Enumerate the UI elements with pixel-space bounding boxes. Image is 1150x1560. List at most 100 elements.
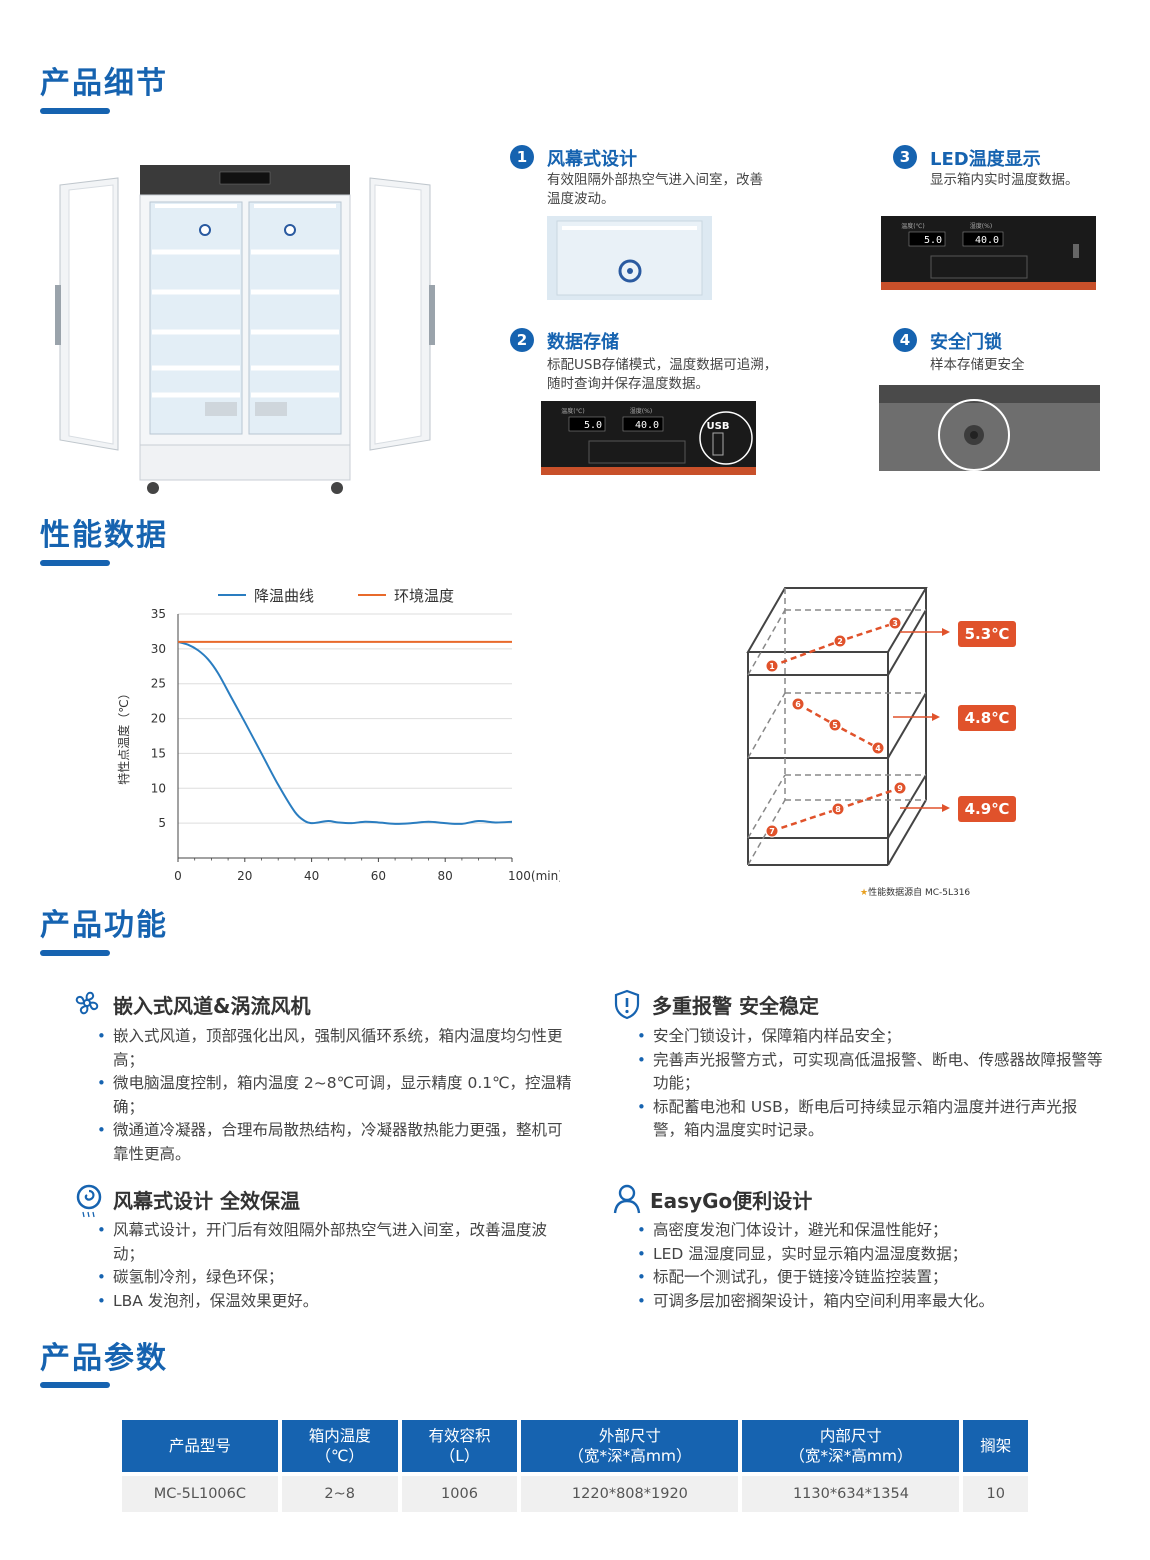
function-title: 多重报警 安全稳定 [652,994,819,1018]
chart-legend: 降温曲线 环境温度 [218,585,518,605]
point-label: 5 [832,721,838,730]
list-item: 安全门锁设计，保障箱内样品安全； [637,1025,1107,1049]
shield-alert-icon [614,989,640,1020]
feature-title-air-curtain: 风幕式设计 [547,149,637,170]
list-item: 风幕式设计，开门后有效阻隔外部热空气进入间室，改善温度波动； [97,1219,575,1266]
legend-label-ambient: 环境温度 [394,587,455,605]
svg-text:40.0: 40.0 [635,420,659,431]
temp-badge-bottom: 4.9℃ [958,796,1016,822]
led-panel-image: 温度(℃) 湿度(%) 5.0 40.0 [881,216,1096,290]
x-tick-label: 100(min) [508,869,560,883]
user-icon [613,1184,641,1214]
feature-title-led-display: LED温度显示 [930,149,1041,170]
feature-number-badge: 3 [893,145,917,169]
star-icon: ★ [860,888,869,898]
function-list: 安全门锁设计，保障箱内样品安全； 完善声光报警方式，可实现高低温报警、断电、传感… [637,1025,1107,1143]
function-title: 嵌入式风道&涡流风机 [113,994,311,1018]
usb-panel-image: 温度(℃) 湿度(%) 5.0 40.0 USB [541,401,756,475]
table-row: MC-5L1006C 2~8 1006 1220*808*1920 1130*6… [122,1472,1028,1512]
list-item: 完善声光报警方式，可实现高低温报警、断电、传感器故障报警等功能； [637,1049,1107,1096]
svg-text:湿度(%): 湿度(%) [970,222,992,230]
svg-text:5.0: 5.0 [584,420,602,431]
y-tick-label: 25 [151,677,166,691]
x-tick-label: 40 [304,869,319,883]
feature-number-badge: 2 [510,328,534,352]
point-label: 4 [875,744,881,753]
feature-desc-safety-lock: 样本存储更安全 [930,357,1025,373]
table-header: 搁架 [963,1420,1028,1472]
y-tick-label: 30 [151,642,166,656]
svg-text:USB: USB [707,421,730,432]
svg-text:40.0: 40.0 [975,235,999,246]
list-item: 碳氢制冷剂，绿色环保； [97,1266,575,1290]
x-tick-label: 60 [371,869,386,883]
svg-text:5.0: 5.0 [924,235,942,246]
section-underline [40,950,110,956]
list-item: LED 温湿度同显，实时显示箱内温湿度数据； [637,1243,1107,1267]
table-cell: 2~8 [281,1472,398,1512]
legend-swatch-cooling [218,594,246,596]
table-header: 产品型号 [122,1420,278,1472]
list-item: 高密度发泡门体设计，避光和保温性能好； [637,1219,1107,1243]
list-item: 标配一个测试孔，便于链接冷链监控装置； [637,1266,1107,1290]
air-curtain-image [547,216,712,300]
temperature-point-diagram: 1 2 3 4 5 6 7 8 9 [746,587,950,866]
x-tick-label: 80 [438,869,453,883]
list-item: 嵌入式风道，顶部强化出风，强制风循环系统，箱内温度均匀性更高； [97,1025,575,1072]
list-item: 可调多层加密搁架设计，箱内空间利用率最大化。 [637,1290,1107,1314]
section-title-params: 产品参数 [40,1341,168,1376]
refrigerator-image [55,165,435,494]
point-label: 2 [837,637,843,646]
feature-number-badge: 4 [893,328,917,352]
door-lock-image [879,385,1100,471]
list-item: 标配蓄电池和 USB，断电后可持续显示箱内温度并进行声光报警，箱内温度实时记录。 [637,1096,1107,1143]
svg-text:温度(℃): 温度(℃) [901,222,924,230]
series-line-cooling [177,640,513,825]
point-label: 1 [769,662,775,671]
table-header: 箱内温度（℃） [281,1420,398,1472]
point-label: 3 [892,619,898,628]
svg-text:湿度(%): 湿度(%) [630,407,652,415]
y-tick-label: 35 [151,607,166,621]
point-label: 8 [835,805,841,814]
table-cell: 1006 [401,1472,518,1512]
section-underline [40,1382,110,1388]
legend-swatch-ambient [358,594,386,596]
table-cell: 10 [963,1472,1028,1512]
y-axis-label: 特性点温度（℃） [116,687,131,784]
feature-title-safety-lock: 安全门锁 [930,332,1002,353]
feature-desc-led-display: 显示箱内实时温度数据。 [930,172,1079,188]
function-list: 嵌入式风道，顶部强化出风，强制风循环系统，箱内温度均匀性更高； 微电脑温度控制，… [97,1025,575,1166]
section-underline [40,108,110,114]
list-item: LBA 发泡剂，保温效果更好。 [97,1290,575,1314]
function-title: 风幕式设计 全效保温 [113,1189,300,1213]
point-label: 6 [795,700,801,709]
parameter-table: 产品型号 箱内温度（℃） 有效容积（L） 外部尺寸（宽*深*高mm） 内部尺寸（… [118,1420,1032,1512]
feature-title-data-storage: 数据存储 [547,332,619,353]
y-tick-label: 15 [151,746,166,760]
legend-label-cooling: 降温曲线 [254,587,315,605]
feature-desc-data-storage: 标配USB存储模式，温度数据可追溯，随时查询并保存温度数据。 [547,357,778,392]
section-title-details: 产品细节 [40,66,168,101]
point-label: 7 [769,827,775,836]
table-cell: 1220*808*1920 [521,1472,739,1512]
function-title: EasyGo便利设计 [650,1189,813,1213]
function-list: 高密度发泡门体设计，避光和保温性能好； LED 温湿度同显，实时显示箱内温湿度数… [637,1219,1107,1313]
table-header: 内部尺寸（宽*深*高mm） [742,1420,960,1472]
data-source-note: ★性能数据源自 MC-5L316 [860,888,971,898]
x-tick-label: 20 [237,869,252,883]
list-item: 微通道冷凝器，合理布局散热结构，冷凝器散热能力更强，整机可靠性更高。 [97,1119,575,1166]
air-curtain-icon [76,1184,102,1218]
list-item: 微电脑温度控制，箱内温度 2~8℃可调，显示精度 0.1℃，控温精确； [97,1072,575,1119]
feature-number-badge: 1 [510,145,534,169]
y-tick-label: 5 [158,816,166,830]
section-title-performance: 性能数据 [40,518,168,553]
function-list: 风幕式设计，开门后有效阻隔外部热空气进入间室，改善温度波动； 碳氢制冷剂，绿色环… [97,1219,575,1313]
x-tick-label: 0 [174,869,182,883]
y-tick-label: 10 [151,781,166,795]
table-header: 有效容积（L） [401,1420,518,1472]
point-label: 9 [897,784,903,793]
section-title-functions: 产品功能 [40,908,168,943]
temp-badge-middle: 4.8℃ [958,705,1016,731]
